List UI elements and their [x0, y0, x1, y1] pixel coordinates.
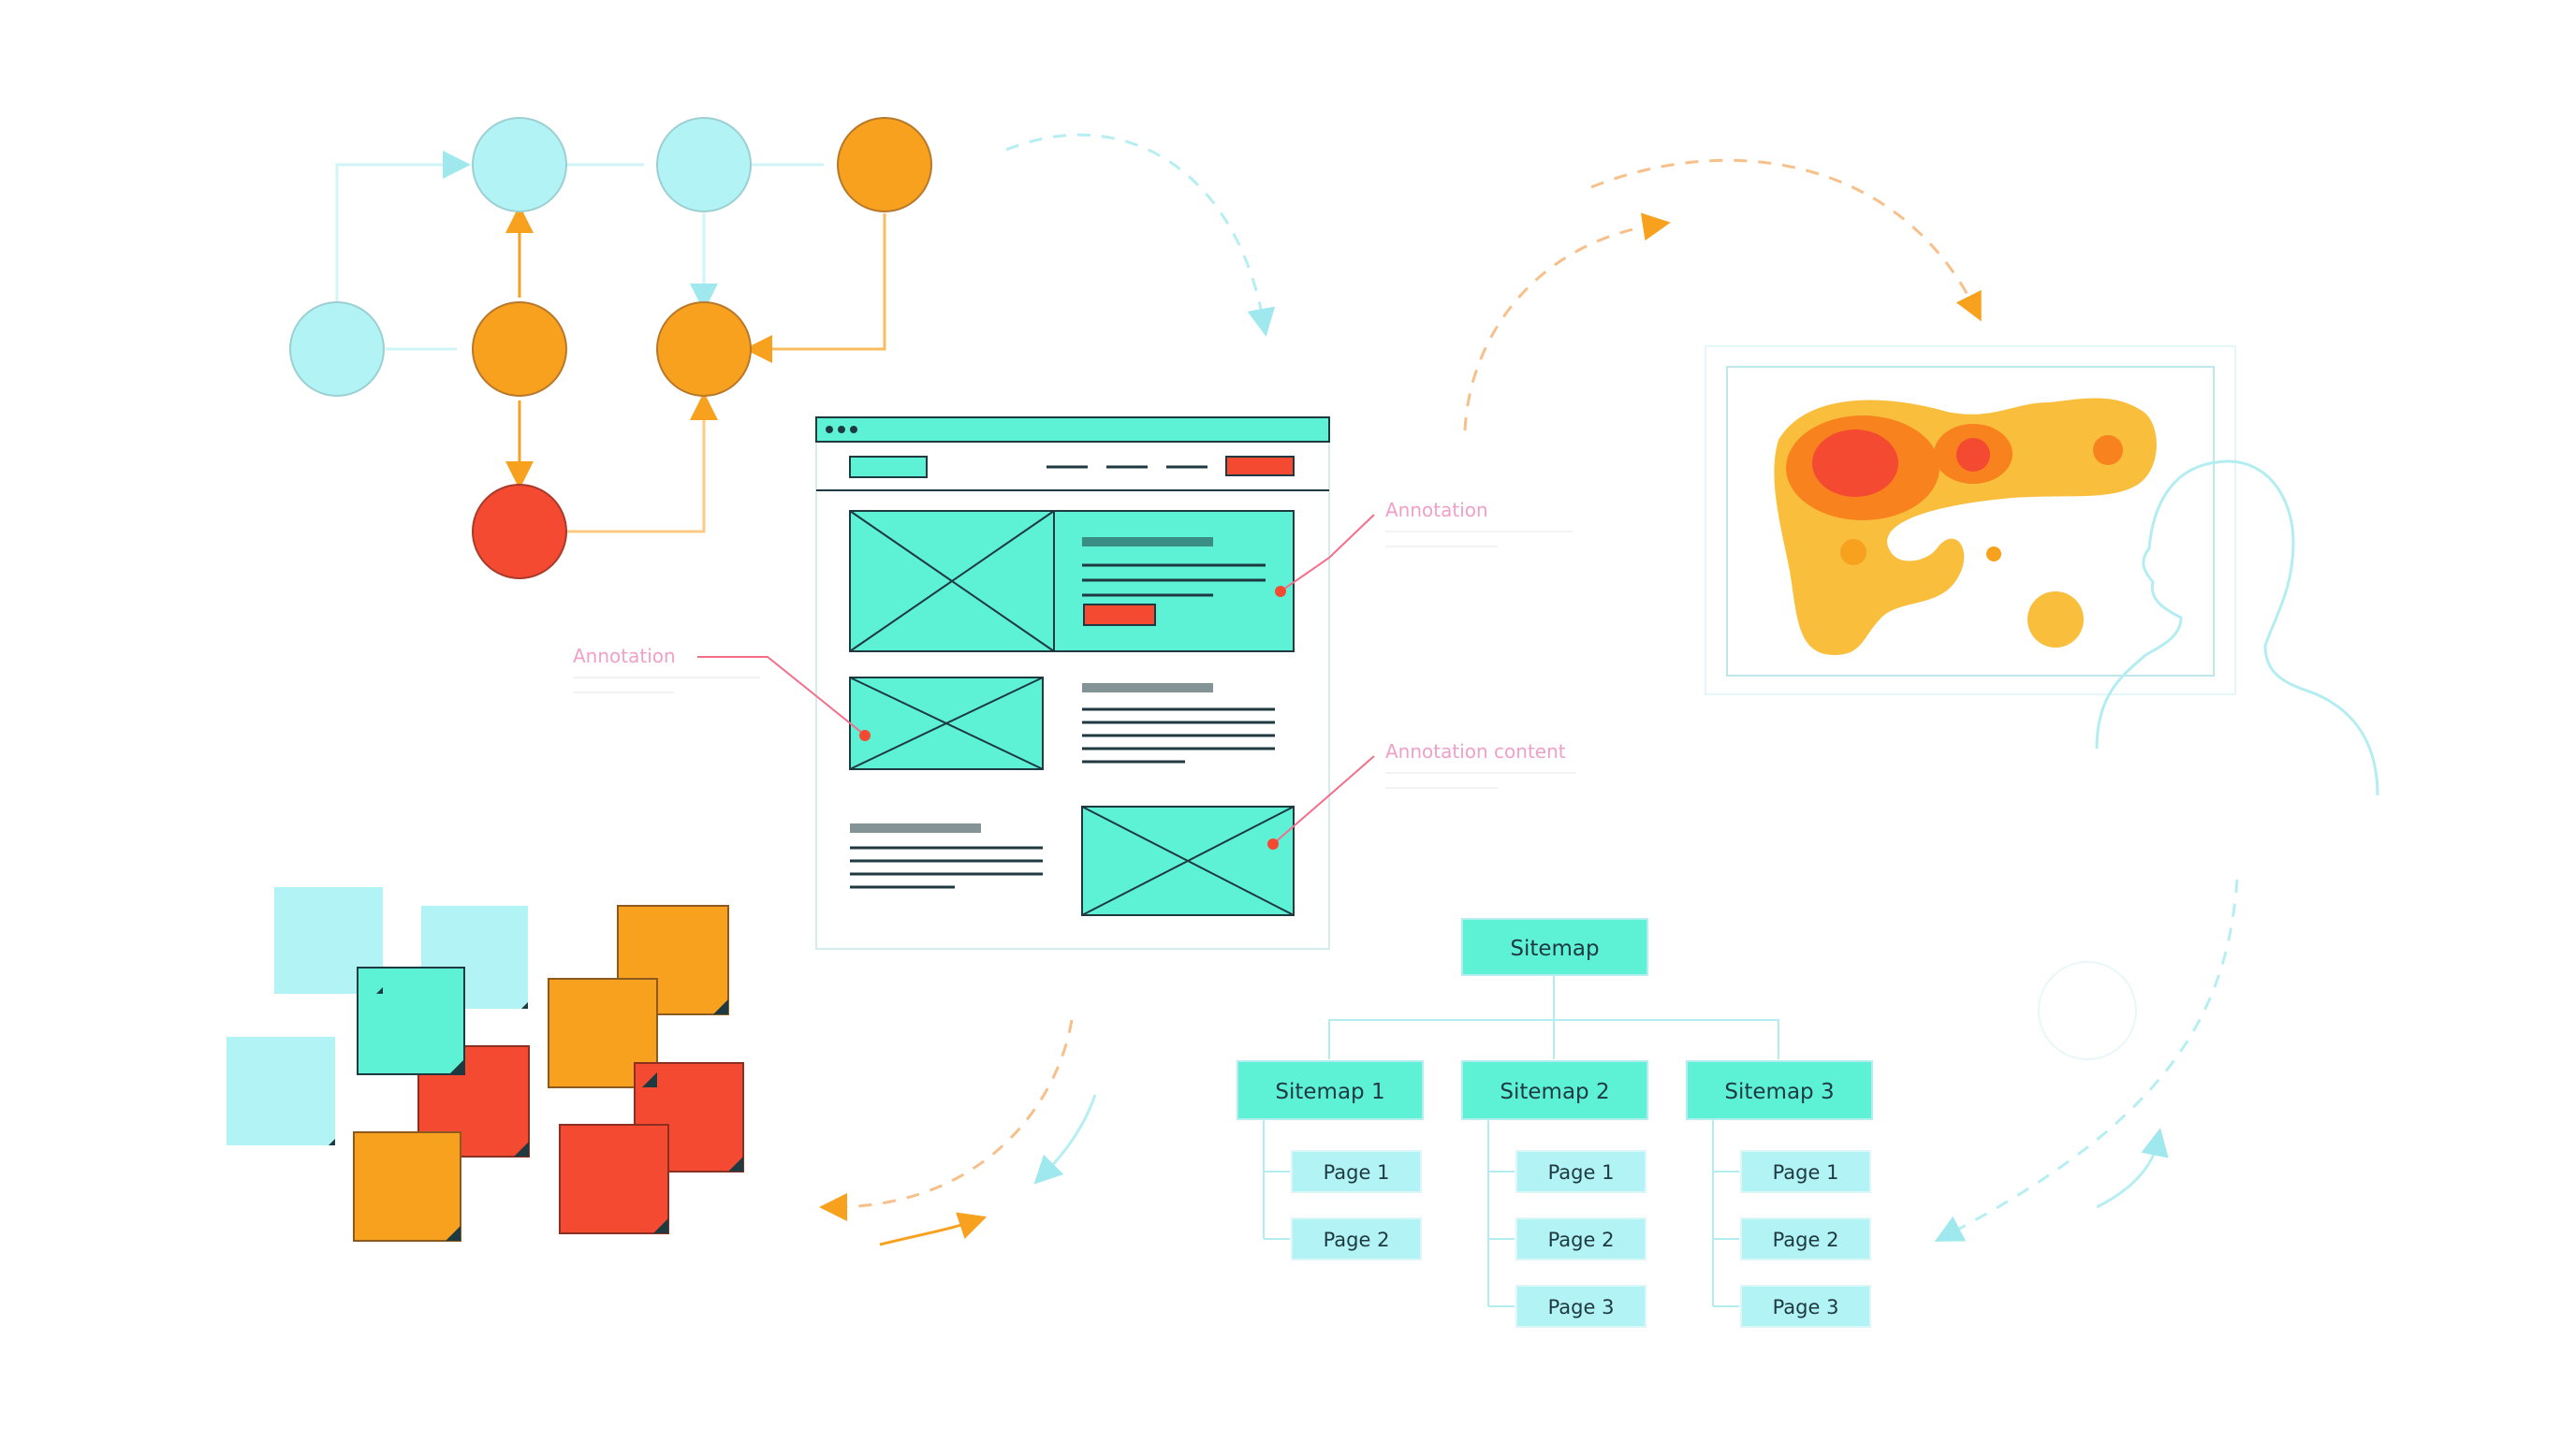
wireframe-hero-button	[1083, 604, 1156, 626]
arrow-wireframe-to-notes-b	[879, 1212, 988, 1246]
arrow-wireframe-to-notes-a	[819, 1019, 1074, 1221]
annotation-marker	[1275, 586, 1286, 597]
annotation-label: Annotation	[573, 645, 676, 667]
sitemap-page-node	[1515, 1150, 1647, 1193]
flow-node-7	[472, 484, 567, 579]
sitemap-page-node	[1515, 1217, 1647, 1260]
sitemap: Sitemap Sitemap 1 Sitemap 2 Sitemap 3 Pa…	[1237, 918, 1873, 1328]
sitemap-branch-label: Sitemap 3	[1724, 1080, 1834, 1104]
arrow-flow-to-wireframe	[1005, 133, 1276, 337]
annotation-label: Annotation	[1385, 499, 1488, 521]
wireframe-logo	[849, 456, 928, 478]
flow-node-1	[472, 117, 567, 212]
sitemap-page-label: Page 3	[1548, 1296, 1615, 1318]
sitemap-branch-node	[1237, 1060, 1424, 1120]
image-placeholder-icon	[849, 677, 1044, 770]
arrow-user-to-sitemap-a	[1934, 879, 2239, 1242]
arrow-wireframe-to-heatmap-a	[1463, 212, 1671, 431]
process-arrows	[819, 133, 2239, 1246]
window-dot-icon	[850, 426, 857, 433]
heatmap-panel	[1705, 345, 2236, 695]
user-focus-ring	[2038, 961, 2137, 1060]
sitemap-branch-node	[1686, 1060, 1873, 1120]
arrow-wireframe-to-heatmap-b	[1590, 158, 1982, 322]
sitemap-branch-label: Sitemap 2	[1500, 1080, 1609, 1104]
sitemap-branch-node	[1461, 1060, 1648, 1120]
sitemap-page-label: Page 3	[1773, 1296, 1839, 1318]
flowchart	[289, 117, 932, 579]
sitemap-page-label: Page 2	[1773, 1229, 1839, 1251]
sitemap-page-label: Page 1	[1773, 1161, 1839, 1184]
window-dot-icon	[826, 426, 833, 433]
flow-connectors	[335, 151, 886, 533]
sitemap-connectors	[1263, 975, 1779, 1307]
sitemap-page-node	[1740, 1150, 1871, 1193]
heatmap-frame-inner	[1726, 366, 2215, 677]
sticky-note	[227, 1037, 335, 1145]
flow-node-5	[472, 301, 567, 397]
heatmap-frame-outer	[1705, 345, 2236, 695]
annotation-marker	[859, 730, 871, 741]
sitemap-page-label: Page 2	[1548, 1229, 1615, 1251]
sitemap-page-node	[1291, 1150, 1422, 1193]
sticky-note	[559, 1124, 669, 1234]
heatmap-icon	[1774, 398, 2157, 655]
annotation-marker	[1267, 838, 1279, 850]
note-fold-icon	[329, 987, 743, 1241]
wireframe-cta	[1225, 456, 1295, 476]
image-placeholder-icon	[849, 510, 1055, 652]
sitemap-page-node	[1740, 1217, 1871, 1260]
sitemap-page-node	[1740, 1285, 1871, 1328]
annotation-leaders	[697, 514, 1375, 845]
image-placeholder-icon	[1081, 806, 1295, 916]
sticky-note	[353, 1131, 461, 1242]
user-silhouette-icon	[2095, 459, 2379, 796]
annotation-label: Annotation content	[1385, 740, 1566, 763]
sitemap-page-label: Page 1	[1548, 1161, 1615, 1184]
sitemap-page-node	[1515, 1285, 1647, 1328]
arrow-notes-to-sitemap	[1033, 1094, 1097, 1185]
sticky-notes	[227, 887, 744, 1242]
flow-node-2	[656, 117, 752, 212]
sitemap-root-label: Sitemap	[1510, 937, 1599, 961]
flow-node-3	[837, 117, 932, 212]
sitemap-page-label: Page 1	[1324, 1161, 1390, 1184]
sitemap-page-label: Page 2	[1324, 1229, 1390, 1251]
arrow-user-to-sitemap-b	[2096, 1128, 2169, 1209]
sitemap-page-node	[1291, 1217, 1422, 1260]
flow-node-4	[289, 301, 385, 397]
flow-node-6	[656, 301, 752, 397]
sticky-note	[357, 967, 465, 1075]
window-dot-icon	[838, 426, 845, 433]
wireframe-title-bar	[815, 416, 1330, 443]
wireframe: Annotation Annotation Annotation content	[573, 416, 1576, 950]
sitemap-branch-label: Sitemap 1	[1275, 1080, 1384, 1104]
sitemap-root-node	[1461, 918, 1648, 976]
